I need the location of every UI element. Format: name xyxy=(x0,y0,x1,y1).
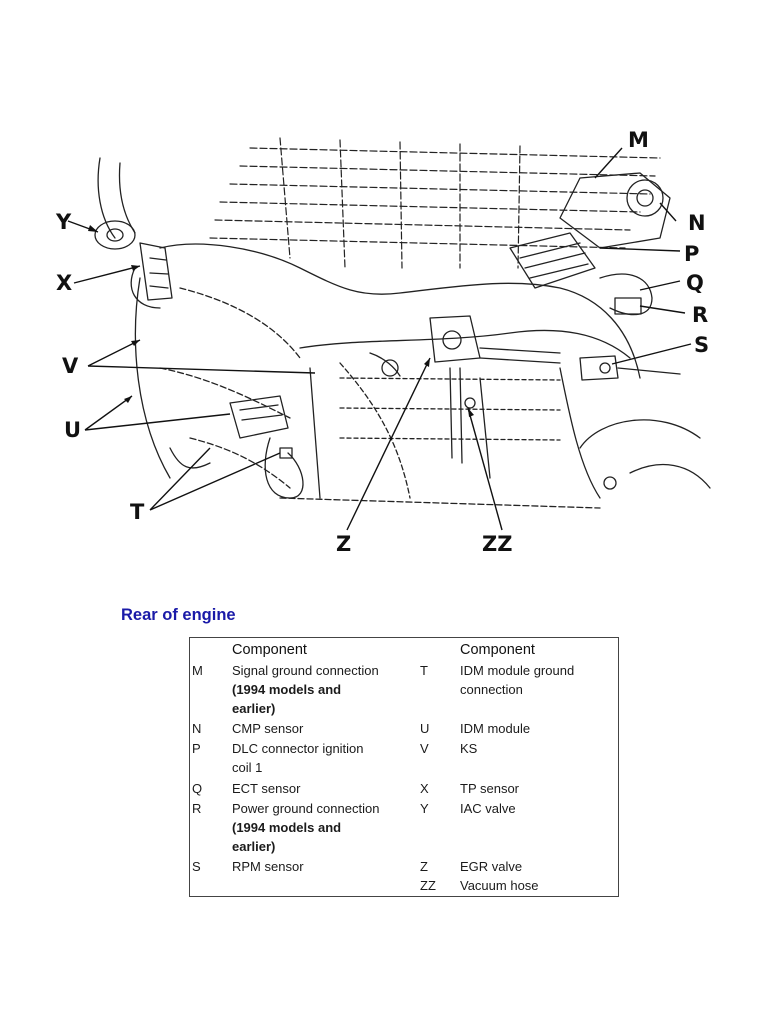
legend-code: S xyxy=(192,859,201,874)
legend-desc: earlier) xyxy=(232,839,276,854)
legend-desc: (1994 models and xyxy=(232,820,342,835)
callout-s: S xyxy=(694,333,710,357)
legend-code: ZZ xyxy=(420,878,436,893)
legend-code: Y xyxy=(420,801,429,816)
callout-v: V xyxy=(62,354,79,378)
legend-code: M xyxy=(192,663,203,678)
legend-code: X xyxy=(420,781,429,796)
legend-desc: RPM sensor xyxy=(232,859,304,874)
legend-desc: ECT sensor xyxy=(232,781,301,796)
callout-y: Y xyxy=(56,210,72,234)
legend-code: Q xyxy=(192,781,203,796)
callout-m: M xyxy=(628,128,649,152)
legend-desc: KS xyxy=(460,741,478,756)
callout-r: R xyxy=(692,303,709,327)
legend-code: T xyxy=(420,663,428,678)
legend-desc: IDM module ground xyxy=(460,663,575,678)
legend-code: P xyxy=(192,741,201,756)
component-legend: Component Component M Signal ground conn… xyxy=(189,637,619,897)
legend-desc: TP sensor xyxy=(460,781,520,796)
legend-desc: (1994 models and xyxy=(232,682,342,697)
legend-code: R xyxy=(192,801,202,816)
legend-code: V xyxy=(420,741,429,756)
legend-desc: IAC valve xyxy=(460,801,516,816)
legend-desc: Vacuum hose xyxy=(460,878,539,893)
legend-header-left: Component xyxy=(232,642,307,658)
legend-code: Z xyxy=(420,859,428,874)
legend-desc: DLC connector ignition xyxy=(232,741,364,756)
legend-code: N xyxy=(192,721,202,736)
legend-desc: Signal ground connection xyxy=(232,663,379,678)
callout-u: U xyxy=(64,418,82,442)
callout-p: P xyxy=(684,242,700,266)
callout-z: Z xyxy=(336,532,352,556)
callout-t: T xyxy=(130,500,145,524)
callout-x: X xyxy=(56,271,73,295)
section-title: Rear of engine xyxy=(121,606,236,624)
legend-code: U xyxy=(420,721,430,736)
legend-desc: CMP sensor xyxy=(232,721,304,736)
callout-zz: ZZ xyxy=(482,532,513,556)
legend-header-right: Component xyxy=(460,642,535,658)
engine-diagram xyxy=(67,137,711,531)
legend-desc: coil 1 xyxy=(232,760,263,775)
legend-desc: earlier) xyxy=(232,701,276,716)
legend-desc: connection xyxy=(460,682,523,697)
callout-q: Q xyxy=(686,271,704,295)
legend-desc: EGR valve xyxy=(460,859,523,874)
legend-desc: Power ground connection xyxy=(232,801,380,816)
legend-desc: IDM module xyxy=(460,721,531,736)
callout-n: N xyxy=(688,211,706,235)
